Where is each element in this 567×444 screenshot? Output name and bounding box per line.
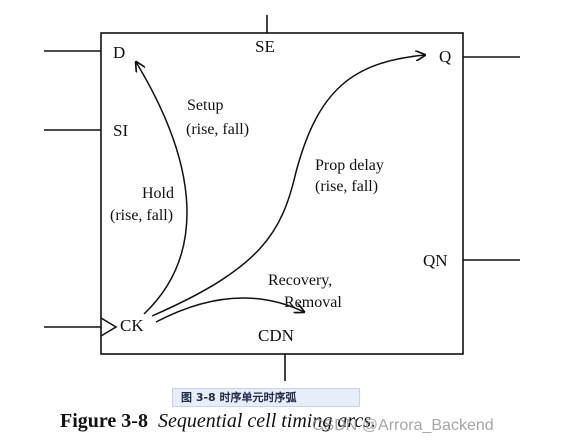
cell-box	[100, 32, 464, 355]
recovery-removal-arc	[155, 297, 304, 323]
watermark: CSDN @Arrora_Backend	[312, 417, 494, 434]
clock-triangle-icon	[100, 317, 118, 337]
removal-label: Removal	[284, 294, 342, 311]
pin-label-se: SE	[255, 37, 275, 56]
chinese-figure-caption: 图 3-8 时序单元时序弧	[172, 388, 360, 407]
pin-label-qn: QN	[423, 251, 448, 270]
setup-label-sub: (rise, fall)	[186, 121, 249, 138]
hold-label: Hold	[142, 185, 174, 202]
prop-delay-label-sub: (rise, fall)	[315, 178, 378, 195]
pin-label-d: D	[113, 43, 125, 62]
figure-number: Figure 3-8	[60, 410, 148, 432]
prop-delay-arc	[151, 55, 425, 317]
pin-label-ck: CK	[120, 316, 144, 335]
prop-delay-label: Prop delay	[315, 157, 384, 174]
figure-caption: Figure 3-8 Sequential cell timing arcs.	[60, 410, 376, 433]
pin-label-si: SI	[113, 121, 128, 140]
setup-hold-arc	[136, 62, 188, 315]
recovery-label: Recovery,	[268, 272, 332, 289]
figure-title: Sequential cell timing arcs.	[157, 410, 377, 432]
setup-label: Setup	[187, 97, 223, 114]
pin-label-cdn: CDN	[258, 326, 294, 345]
pin-label-q: Q	[439, 47, 451, 66]
hold-label-sub: (rise, fall)	[110, 207, 173, 224]
